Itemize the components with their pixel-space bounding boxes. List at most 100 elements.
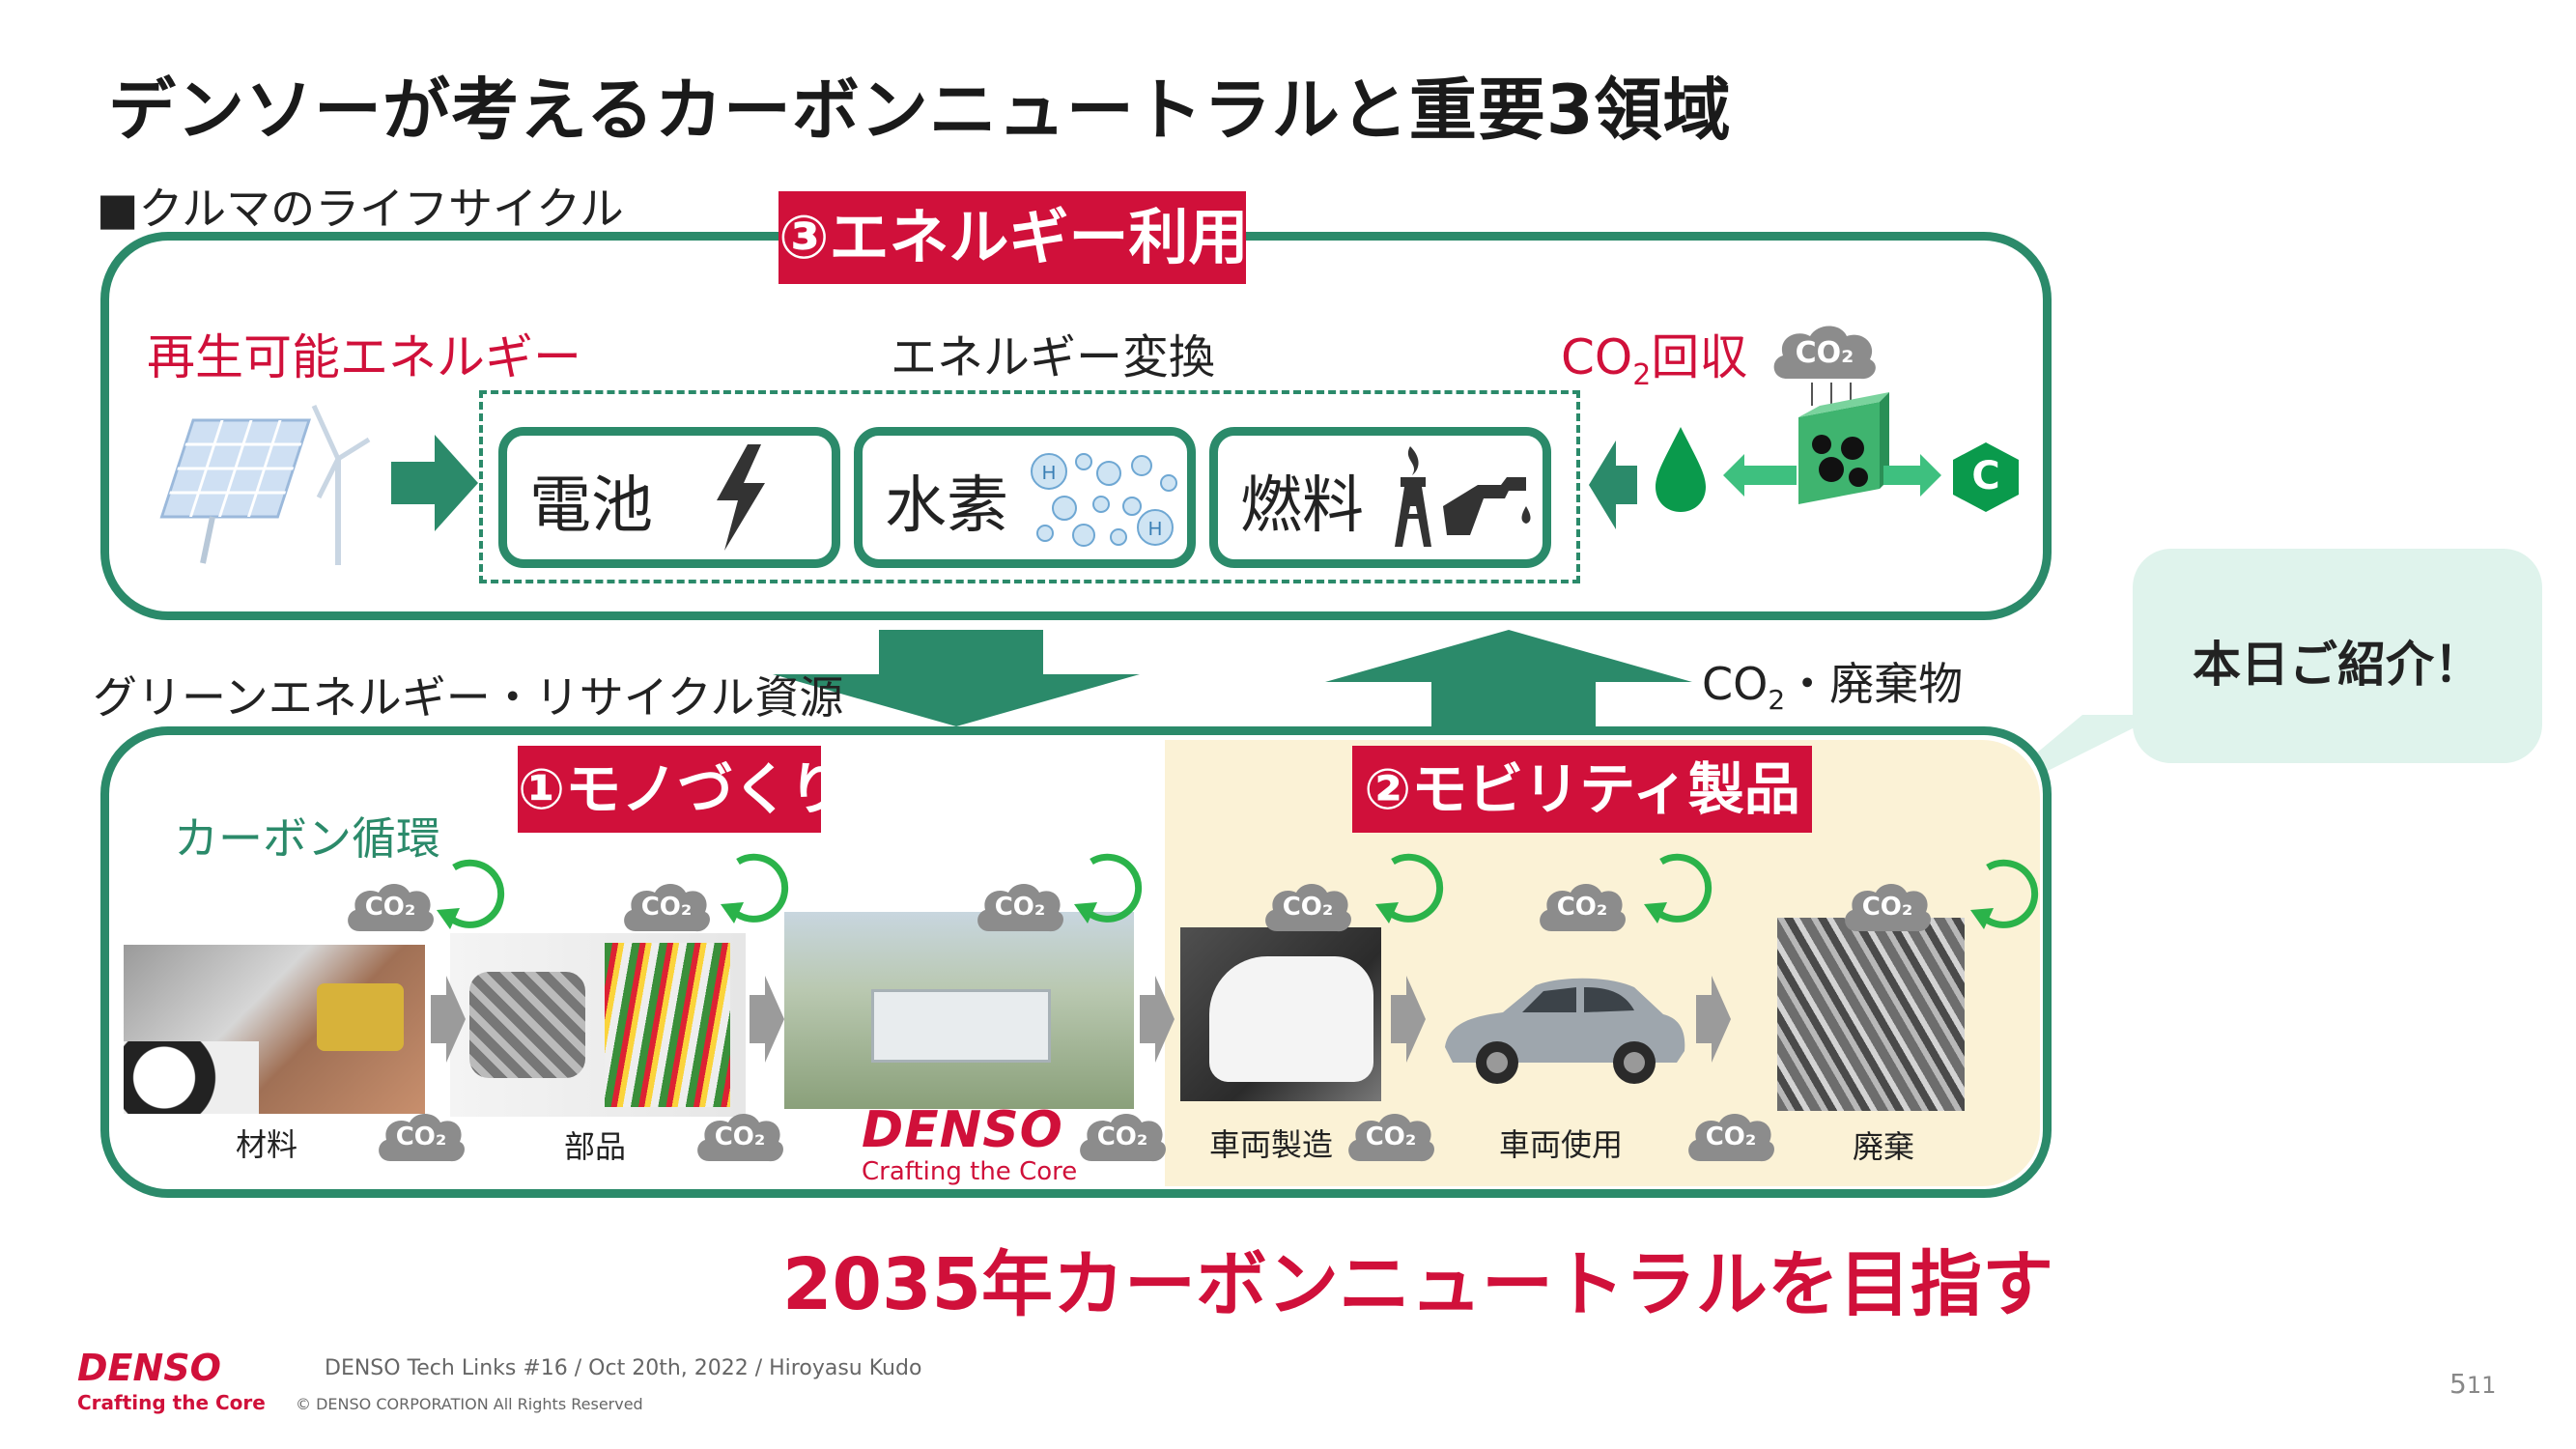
parts-bolts — [469, 972, 585, 1078]
co2-cloud-text: CO₂ — [1282, 893, 1334, 922]
co2-capture-label: CO2回収 — [1561, 319, 1747, 392]
stage-label-vehicle-use: 車両使用 — [1499, 1126, 1624, 1163]
co2-waste-suffix: ・廃棄物 — [1785, 658, 1964, 710]
hydrogen-bubbles-icon: H H — [1031, 453, 1177, 547]
solar-wind-icon — [159, 404, 371, 565]
co2-cloud-text: CO₂ — [364, 893, 416, 922]
scrap-photo — [1777, 918, 1965, 1111]
co2-cloud-text: CO₂ — [1096, 1122, 1148, 1151]
parts-wires — [605, 943, 730, 1107]
green-drop-icon — [1656, 427, 1706, 512]
energy-conversion-group — [479, 390, 1580, 583]
factory-photo — [784, 912, 1134, 1109]
battery-box — [498, 427, 840, 568]
co2-cloud-text: CO₂ — [1861, 893, 1913, 922]
manufacturing-badge: ①モノづくり — [518, 746, 845, 833]
svg-text:H: H — [1148, 519, 1162, 540]
parts-photo — [450, 933, 746, 1117]
co2-capture-sub: 2 — [1632, 358, 1652, 392]
materials-pellets — [124, 1041, 259, 1114]
double-arrow-icon — [1723, 454, 1797, 497]
lifecycle-label: ■クルマのライフサイクル — [97, 183, 624, 235]
callout-bubble — [2133, 549, 2542, 763]
carbon-label: C — [1971, 454, 2000, 498]
co2-capture-cloud-text: CO₂ — [1795, 336, 1854, 370]
page-number: 511 — [2449, 1368, 2496, 1400]
cycle-arrow-icon — [1074, 853, 1143, 923]
co2-capture-co: CO — [1561, 329, 1633, 385]
energy-usage-badge: ③エネルギー利用 — [778, 191, 1249, 284]
cycle-arrow-icon — [1375, 853, 1444, 923]
stage-label-vehicle-manufacturing: 車両製造 — [1209, 1126, 1334, 1163]
co2-cloud-icon: CO₂ — [1536, 881, 1628, 939]
svg-text:H: H — [1042, 463, 1056, 484]
co2-cloud-text: CO₂ — [395, 1122, 447, 1151]
co2-cloud-icon: CO₂ — [344, 881, 437, 939]
fuel-icon — [1395, 446, 1531, 547]
factory-building — [871, 989, 1051, 1063]
co2-cloud-text: CO₂ — [994, 893, 1046, 922]
materials-photo — [124, 945, 425, 1114]
co2-capture-cloud: CO₂ — [1768, 321, 1882, 388]
arrow-down-icon — [773, 630, 1140, 726]
green-resources-label: グリーンエネルギー・リサイクル資源 — [93, 671, 844, 724]
renewable-energy-label: 再生可能エネルギー — [147, 329, 581, 385]
footer-copyright: © DENSO CORPORATION All Rights Reserved — [296, 1395, 643, 1413]
co2-capture-device-icon — [1798, 383, 1889, 504]
hydrogen-box — [854, 427, 1196, 568]
co2-cloud-icon: CO₂ — [1684, 1111, 1777, 1169]
co2-cloud-text: CO₂ — [1705, 1122, 1757, 1151]
energy-conversion-label: エネルギー変換 — [891, 330, 1216, 384]
cycle-arrow-icon — [721, 853, 789, 923]
co2-cloud-text: CO₂ — [1365, 1122, 1417, 1151]
arrow-right-small-icon — [1883, 454, 1941, 497]
hydrogen-label: 水素 — [885, 470, 1008, 542]
page-total: 11 — [2466, 1372, 2497, 1399]
co2-cloud-icon: CO₂ — [974, 881, 1066, 939]
car-photo — [1445, 978, 1685, 1084]
stage-arrow-1 — [431, 976, 466, 1063]
co2-cloud-icon: CO₂ — [1076, 1111, 1169, 1169]
stage-label-disposal: 廃棄 — [1853, 1128, 1915, 1165]
cycle-arrow-icon — [437, 859, 505, 929]
co2-cloud-text: CO₂ — [640, 893, 693, 922]
arrow-right-icon — [391, 435, 478, 531]
co2-cloud-icon: CO₂ — [1841, 881, 1934, 939]
page-title: デンソーが考えるカーボンニュートラルと重要3領域 — [108, 71, 1732, 150]
vehicle-body — [1209, 956, 1373, 1082]
stage-arrow-3 — [1140, 976, 1175, 1063]
stage-arrow-5 — [1696, 976, 1731, 1063]
stage-arrow-2 — [750, 976, 784, 1063]
stage-label-materials: 材料 — [236, 1126, 298, 1163]
co2-waste-sub: 2 — [1768, 684, 1786, 717]
footer-tagline: Crafting the Core — [77, 1391, 266, 1414]
co2-waste-label: CO2・廃棄物 — [1702, 649, 1963, 716]
co2-cloud-text: CO₂ — [1556, 893, 1608, 922]
footer-event: DENSO Tech Links #16 / Oct 20th, 2022 / … — [325, 1356, 922, 1380]
cycle-arrow-icon — [1970, 859, 2039, 929]
co2-cloud-text: CO₂ — [714, 1122, 766, 1151]
stage-label-parts: 部品 — [564, 1128, 627, 1165]
co2-cloud-icon: CO₂ — [1345, 1111, 1437, 1169]
materials-bulldozer — [317, 983, 404, 1051]
footer-logo: DENSO — [77, 1347, 221, 1389]
fuel-label: 燃料 — [1240, 470, 1364, 542]
lightning-icon — [717, 444, 765, 551]
goal-statement: 2035年カーボンニュートラルを目指す — [782, 1243, 2053, 1326]
battery-label: 電池 — [529, 470, 653, 542]
co2-waste-co: CO — [1702, 658, 1769, 710]
co2-cloud-icon: CO₂ — [375, 1111, 467, 1169]
carbon-cycle-label: カーボン循環 — [174, 812, 440, 865]
arrow-up-icon — [1325, 630, 1692, 726]
carbon-hex-icon: C — [1951, 440, 2021, 514]
vehicle-manufacturing-photo — [1180, 927, 1381, 1101]
mobility-products-badge: ②モビリティ製品 — [1352, 746, 1812, 833]
co2-cloud-icon: CO₂ — [620, 881, 713, 939]
cycle-arrow-icon — [1644, 853, 1713, 923]
stage-arrow-4 — [1391, 976, 1426, 1063]
page-current: 5 — [2449, 1368, 2467, 1400]
denso-tagline: Crafting the Core — [862, 1157, 1078, 1186]
co2-cloud-icon: CO₂ — [694, 1111, 786, 1169]
callout-text: 本日ご紹介！ — [2193, 637, 2482, 693]
co2-cloud-icon: CO₂ — [1261, 881, 1354, 939]
